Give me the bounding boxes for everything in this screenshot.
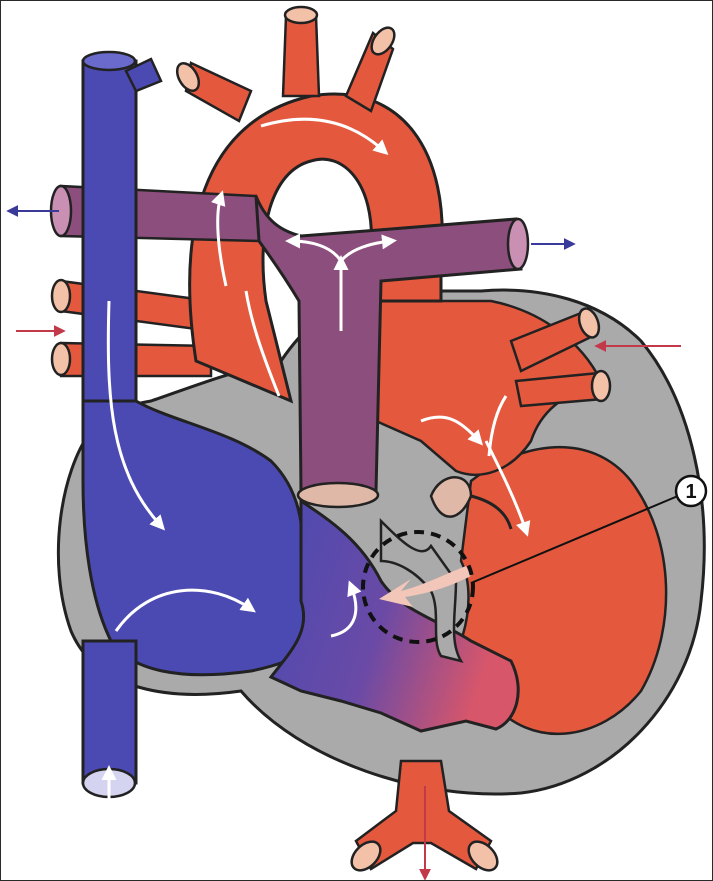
callout-number: 1: [685, 481, 696, 503]
